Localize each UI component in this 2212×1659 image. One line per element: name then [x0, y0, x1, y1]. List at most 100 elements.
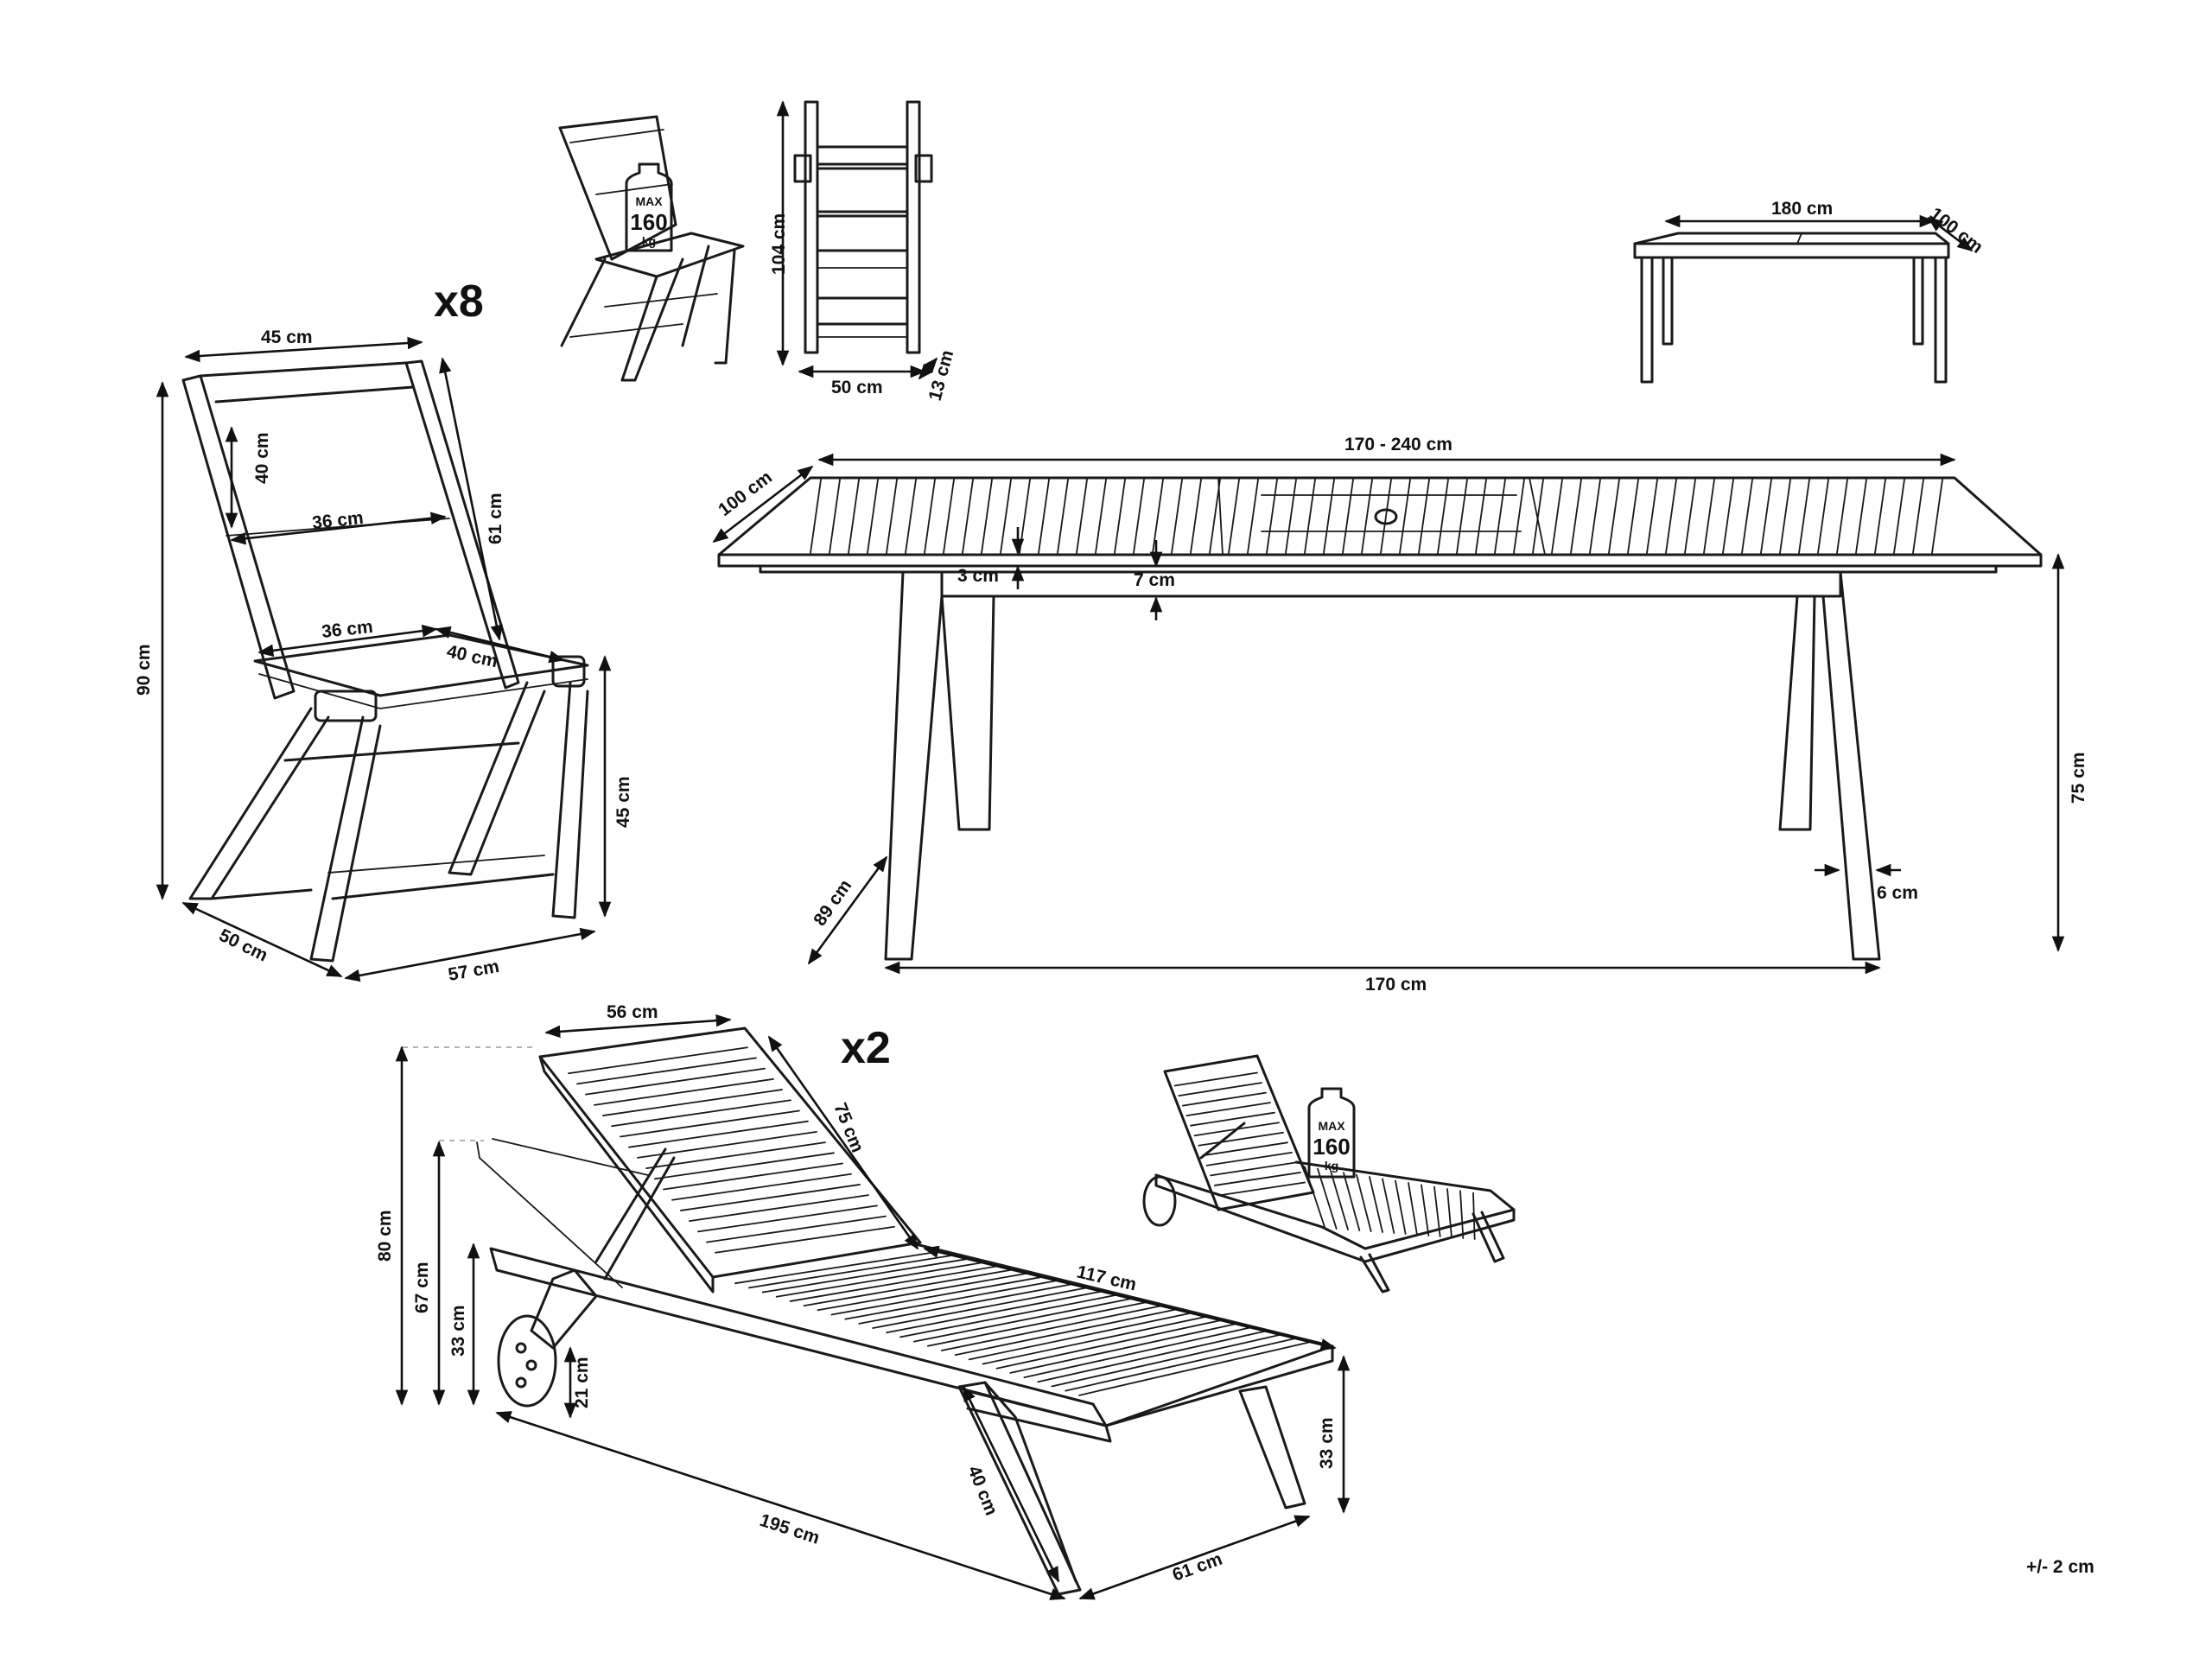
weight-badge-lounger: MAX 160 kg [1307, 1087, 1356, 1179]
slat-line [886, 479, 898, 554]
slat-line [1798, 479, 1810, 554]
slat-line [663, 1162, 843, 1191]
slat-line [1038, 479, 1050, 554]
chair-back-inner-width-label: 36 cm [311, 508, 365, 533]
slat-line [1494, 479, 1506, 554]
small-table-dimension-lines [1664, 214, 1974, 252]
slat-line [1399, 479, 1411, 554]
slat-line [594, 1077, 774, 1106]
slat-line [1646, 479, 1658, 554]
slat-line [1330, 1170, 1349, 1230]
lounger-leg-height-label: 40 cm [963, 1463, 1001, 1518]
slat-line [1437, 479, 1449, 554]
slat-line [689, 1194, 869, 1223]
slat-line [1000, 479, 1012, 554]
folded-width-label: 50 cm [831, 378, 883, 397]
slat-line [1152, 479, 1164, 554]
chair-total-height-label: 90 cm [134, 644, 154, 696]
slat-line [747, 1255, 951, 1289]
chair-seat-height-label: 45 cm [613, 776, 633, 828]
slat-line [628, 1120, 809, 1148]
slat-line [954, 1308, 1177, 1357]
chair-base-width-label: 57 cm [447, 957, 501, 985]
slat-line [1684, 479, 1696, 554]
weight-badge-chair: MAX 160 kg [625, 162, 673, 252]
table-leg-span-label: 89 cm [810, 876, 855, 930]
slat-line [1202, 1141, 1288, 1157]
slat-line [734, 1251, 937, 1285]
chair-seat-depth-label: 40 cm [445, 641, 499, 671]
slat-line [1361, 479, 1373, 554]
slat-line [680, 1184, 861, 1211]
slat-line [1382, 1178, 1395, 1234]
slat-line [620, 1109, 800, 1138]
slat-line [1285, 479, 1297, 554]
chair-dimension-lines [156, 336, 612, 982]
slat-line [1893, 479, 1905, 554]
slat-line [1057, 479, 1069, 554]
slat-line [1551, 479, 1563, 554]
table-width-label: 100 cm [715, 467, 776, 520]
slat-line [940, 1305, 1162, 1351]
slat-line [1741, 479, 1753, 554]
weight-max-text: MAX [635, 194, 663, 208]
slat-line [1418, 479, 1430, 554]
slat-line [1210, 1161, 1297, 1177]
slat-line [1532, 479, 1544, 554]
lounger-height-raised-label: 80 cm [375, 1210, 395, 1262]
slat-line [697, 1205, 878, 1233]
slat-line [995, 1319, 1223, 1370]
slat-line [1855, 479, 1867, 554]
slat-line [1589, 479, 1601, 554]
slat-line [1317, 1167, 1338, 1230]
table-top-thickness-label: 3 cm [957, 566, 999, 586]
slat-line [1395, 1179, 1407, 1235]
slat-line [1421, 1184, 1430, 1236]
small-table-width-label: 100 cm [1926, 204, 1986, 257]
folded-chair-drawing [793, 100, 933, 354]
table-base-length-label: 170 cm [1365, 975, 1427, 995]
folded-height-label: 104 cm [769, 213, 789, 275]
slat-line [1178, 1082, 1262, 1096]
slat-line [1095, 479, 1107, 554]
slat-line [1608, 479, 1620, 554]
slat-line [1173, 1071, 1258, 1087]
slat-line [1009, 1323, 1237, 1374]
slat-line [706, 1215, 887, 1243]
slat-line [1369, 1176, 1383, 1233]
slat-line [1185, 1102, 1271, 1117]
slat-line [905, 479, 917, 554]
small-table-length-label: 180 cm [1771, 199, 1833, 219]
slat-line [1323, 479, 1335, 554]
weight-value-text: 160 [630, 209, 667, 235]
slat-line [1433, 1185, 1441, 1237]
table-drawing [717, 476, 2043, 961]
slat-line [1342, 479, 1354, 554]
slat-line [1213, 1172, 1301, 1186]
slat-line [1779, 479, 1791, 554]
slat-line [1760, 479, 1772, 554]
slat-line [1627, 479, 1639, 554]
slat-line [1114, 479, 1126, 554]
slat-line [671, 1173, 852, 1201]
chair-back-height-label: 40 cm [252, 432, 272, 484]
slat-line [829, 479, 841, 554]
slat-line [1817, 479, 1829, 554]
folded-depth-label: 13 cm [925, 348, 958, 403]
slat-line [982, 1315, 1207, 1365]
lounger-back-width-label: 56 cm [607, 1002, 658, 1022]
chair-perspective-drawing [558, 115, 745, 382]
slat-line [968, 1312, 1192, 1361]
table-apron-label: 7 cm [1134, 570, 1175, 590]
slat-line [1446, 1188, 1452, 1238]
slat-line [1836, 479, 1848, 554]
slat-line [1190, 1111, 1275, 1127]
slat-line [1023, 1326, 1252, 1378]
slat-line [962, 479, 974, 554]
slat-line [1475, 479, 1487, 554]
slat-line [1209, 479, 1221, 554]
slat-line [611, 1099, 791, 1128]
slat-line [810, 479, 822, 554]
slat-line [1408, 1182, 1418, 1236]
slat-line [1019, 479, 1031, 554]
